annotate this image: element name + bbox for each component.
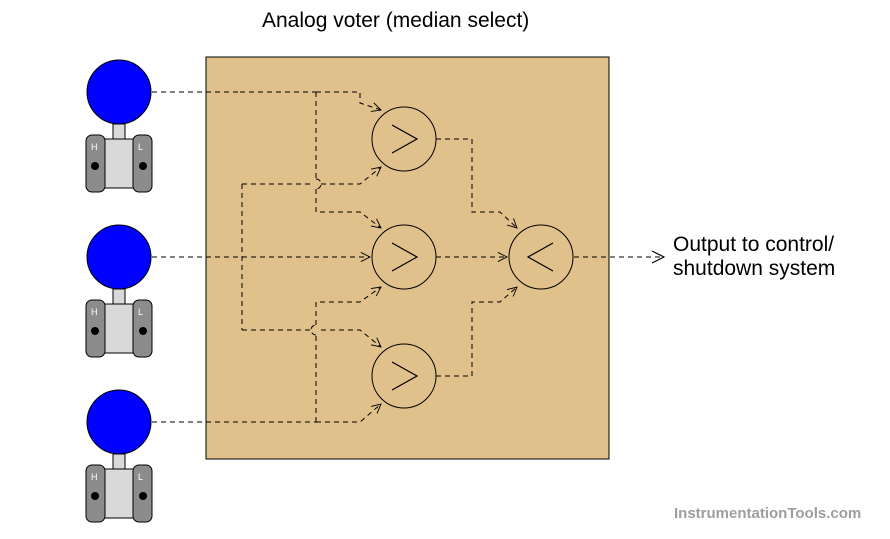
- greater-than-icon: [391, 124, 419, 154]
- wire-bot-to-select: [436, 287, 517, 377]
- high-port-label: H: [91, 142, 98, 152]
- wire-a-to-mid-comp: [315, 189, 381, 228]
- greater-than-icon: [391, 242, 419, 272]
- high-port-dot: [91, 162, 99, 170]
- high-port-label: H: [91, 472, 98, 482]
- pressure-transmitter: [85, 224, 153, 358]
- low-port-dot: [139, 492, 147, 500]
- wire-c-hop: [310, 324, 317, 336]
- wire-c-to-mid-comp: [315, 287, 381, 325]
- transmitter-head: [86, 59, 152, 125]
- output-label-line-1: Output to control/: [673, 233, 835, 256]
- low-port-dot: [139, 162, 147, 170]
- comparator-middle: [371, 224, 437, 290]
- transmitter-head: [86, 224, 152, 290]
- median-selector: [508, 224, 574, 290]
- transmitter-head: [86, 389, 152, 455]
- greater-than-icon: [391, 361, 419, 391]
- comparator-top: [371, 106, 437, 172]
- pressure-transmitter: [85, 389, 153, 523]
- wire-b-to-bot-comp: [242, 329, 381, 347]
- high-port-label: H: [91, 307, 98, 317]
- diagram-title: Analog voter (median select): [262, 9, 530, 32]
- low-port-label: L: [138, 472, 143, 482]
- low-port-dot: [139, 327, 147, 335]
- low-port-label: L: [138, 142, 143, 152]
- wire-a-to-top-comp: [316, 91, 381, 110]
- pressure-transmitter: [85, 59, 153, 193]
- wire-top-to-select: [436, 138, 517, 228]
- low-port-label: L: [138, 307, 143, 317]
- high-port-dot: [91, 492, 99, 500]
- output-label-line-2: shutdown system: [673, 257, 836, 280]
- site-watermark: InstrumentationTools.com: [674, 505, 862, 522]
- output-label: Output to control/ shutdown system: [673, 233, 835, 281]
- transmitter-neck: [112, 453, 126, 470]
- high-port-dot: [91, 327, 99, 335]
- wire-a-hop: [315, 178, 322, 190]
- transmitter-neck: [112, 123, 126, 140]
- transmitter-neck: [112, 288, 126, 305]
- less-than-icon: [526, 242, 554, 272]
- wire-b-to-top-comp: [242, 167, 381, 185]
- comparator-bottom: [371, 343, 437, 409]
